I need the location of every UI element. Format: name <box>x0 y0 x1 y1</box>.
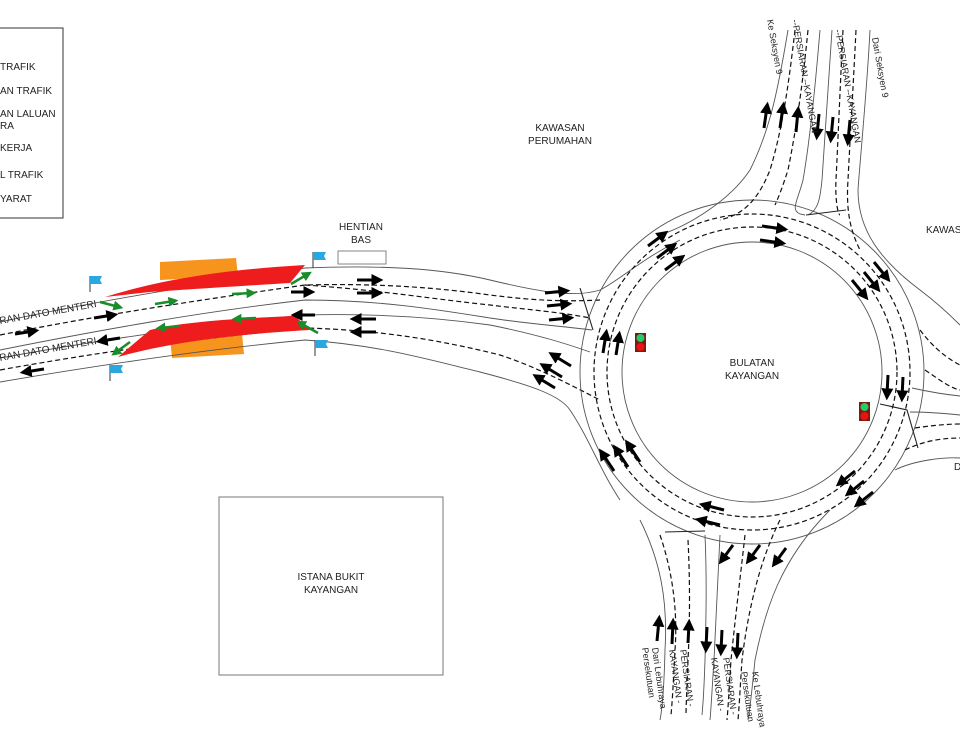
arrow-icon <box>872 261 891 283</box>
east-road <box>879 329 960 471</box>
arrow-icon <box>111 340 131 356</box>
arrow-icon <box>14 326 40 338</box>
arrow-icon <box>842 119 855 147</box>
arrow-icon <box>862 271 881 293</box>
arrow-icon <box>811 113 824 141</box>
area-label-kawasan-east: KAWAS <box>926 225 960 236</box>
arrow-icon <box>231 288 257 299</box>
roundabout-label: KAYANGAN <box>725 371 779 382</box>
lane-closure <box>105 265 310 357</box>
arrow-icon <box>647 230 669 248</box>
arrow-icon <box>718 544 735 565</box>
flag-icon <box>314 340 328 356</box>
arrow-icon <box>844 479 865 497</box>
roundabout <box>579 199 925 545</box>
arrow-icon <box>599 328 611 354</box>
arrow-icon <box>715 629 728 657</box>
arrow-icon <box>613 444 630 468</box>
arrow-icon <box>825 116 838 144</box>
legend-item: RA <box>0 121 14 132</box>
arrow-icon <box>881 374 894 401</box>
arrow-icon <box>546 298 573 311</box>
legend-item: L TRAFIK <box>0 170 44 181</box>
arrow-icon <box>835 469 856 487</box>
arrow-icon <box>544 285 571 298</box>
istana-label: ISTANA BUKIT <box>297 572 364 583</box>
road-label-persiaran-kayangan: --PERSIARAN --KAYANGAN <box>790 19 820 134</box>
arrow-icon <box>771 547 788 568</box>
arrow-icon <box>154 296 179 307</box>
arrow-icon <box>231 313 257 324</box>
arrow-icon <box>776 101 789 129</box>
istana-bukit-kayangan: ISTANA BUKIT KAYANGAN <box>218 496 444 676</box>
arrow-icon <box>694 515 721 528</box>
legend-item: TRAFIK <box>0 62 36 73</box>
arrow-icon <box>759 236 787 249</box>
arrow-icon <box>656 242 678 260</box>
arrow-icon <box>791 105 804 133</box>
stop-line <box>579 287 594 331</box>
flag-icon <box>109 365 123 381</box>
west-road <box>0 239 681 501</box>
arrow-icon <box>625 439 642 463</box>
legend-item: KERJA <box>0 143 33 154</box>
arrow-icon <box>19 365 45 377</box>
arrow-icon <box>682 618 695 644</box>
legend-item: YARAT <box>0 194 32 205</box>
arrow-icon <box>761 222 789 235</box>
arrow-icon <box>599 448 616 472</box>
istana-label: KAYANGAN <box>304 585 358 596</box>
road-label-east: D <box>954 462 960 473</box>
legend-item: AN LALUAN <box>0 109 56 120</box>
area-label-kawasan-perumahan: PERUMAHAN <box>528 136 592 147</box>
arrow-icon <box>652 614 665 642</box>
road-label-ke-seksyen-9: Ke Seksyen 9 <box>765 19 784 75</box>
bus-stop: HENTIAN BAS <box>337 222 387 265</box>
north-road <box>659 29 960 326</box>
diversion-arrows <box>99 271 319 356</box>
arrow-icon <box>853 490 874 508</box>
roundabout-label: BULATAN <box>730 358 775 369</box>
traffic-light <box>859 402 870 421</box>
road-label-dari-seksyen-9: Dari Seksyen 9 <box>870 37 890 99</box>
flag-icon <box>89 276 102 292</box>
road-label-west-upper: RAN DATO MENTERI <box>0 299 98 327</box>
arrow-icon <box>698 500 725 513</box>
legend-item: AN TRAFIK <box>0 86 52 97</box>
legend-box: TRAFIK AN TRAFIK AN LALUAN RA KERJA L TR… <box>0 27 64 219</box>
arrow-icon <box>548 312 575 325</box>
bus-stop-label: BAS <box>351 235 371 246</box>
arrow-icon <box>95 334 121 346</box>
arrow-icon <box>99 300 124 311</box>
south-road <box>639 509 831 721</box>
area-label-kawasan-perumahan: KAWASAN <box>535 123 584 134</box>
arrow-icon <box>155 322 181 333</box>
bus-stop-label: HENTIAN <box>339 222 383 233</box>
arrow-icon <box>290 271 312 286</box>
arrow-icon <box>296 320 319 335</box>
arrow-icon <box>760 101 773 129</box>
arrow-icon <box>745 544 762 565</box>
flag-icon <box>312 252 326 268</box>
arrow-icon <box>548 352 572 368</box>
arrow-icon <box>700 626 713 654</box>
arrow-icon <box>539 363 563 379</box>
flags <box>89 252 328 381</box>
arrow-icon <box>850 279 869 301</box>
arrow-icon <box>666 617 679 645</box>
arrow-icon <box>93 310 119 322</box>
arrow-icon <box>612 330 624 356</box>
traffic-flow-arrows <box>14 101 909 660</box>
arrow-icon <box>664 254 686 272</box>
arrow-icon <box>731 632 744 660</box>
traffic-light <box>635 333 646 352</box>
arrow-icon <box>532 374 556 390</box>
arrow-icon <box>896 376 909 403</box>
